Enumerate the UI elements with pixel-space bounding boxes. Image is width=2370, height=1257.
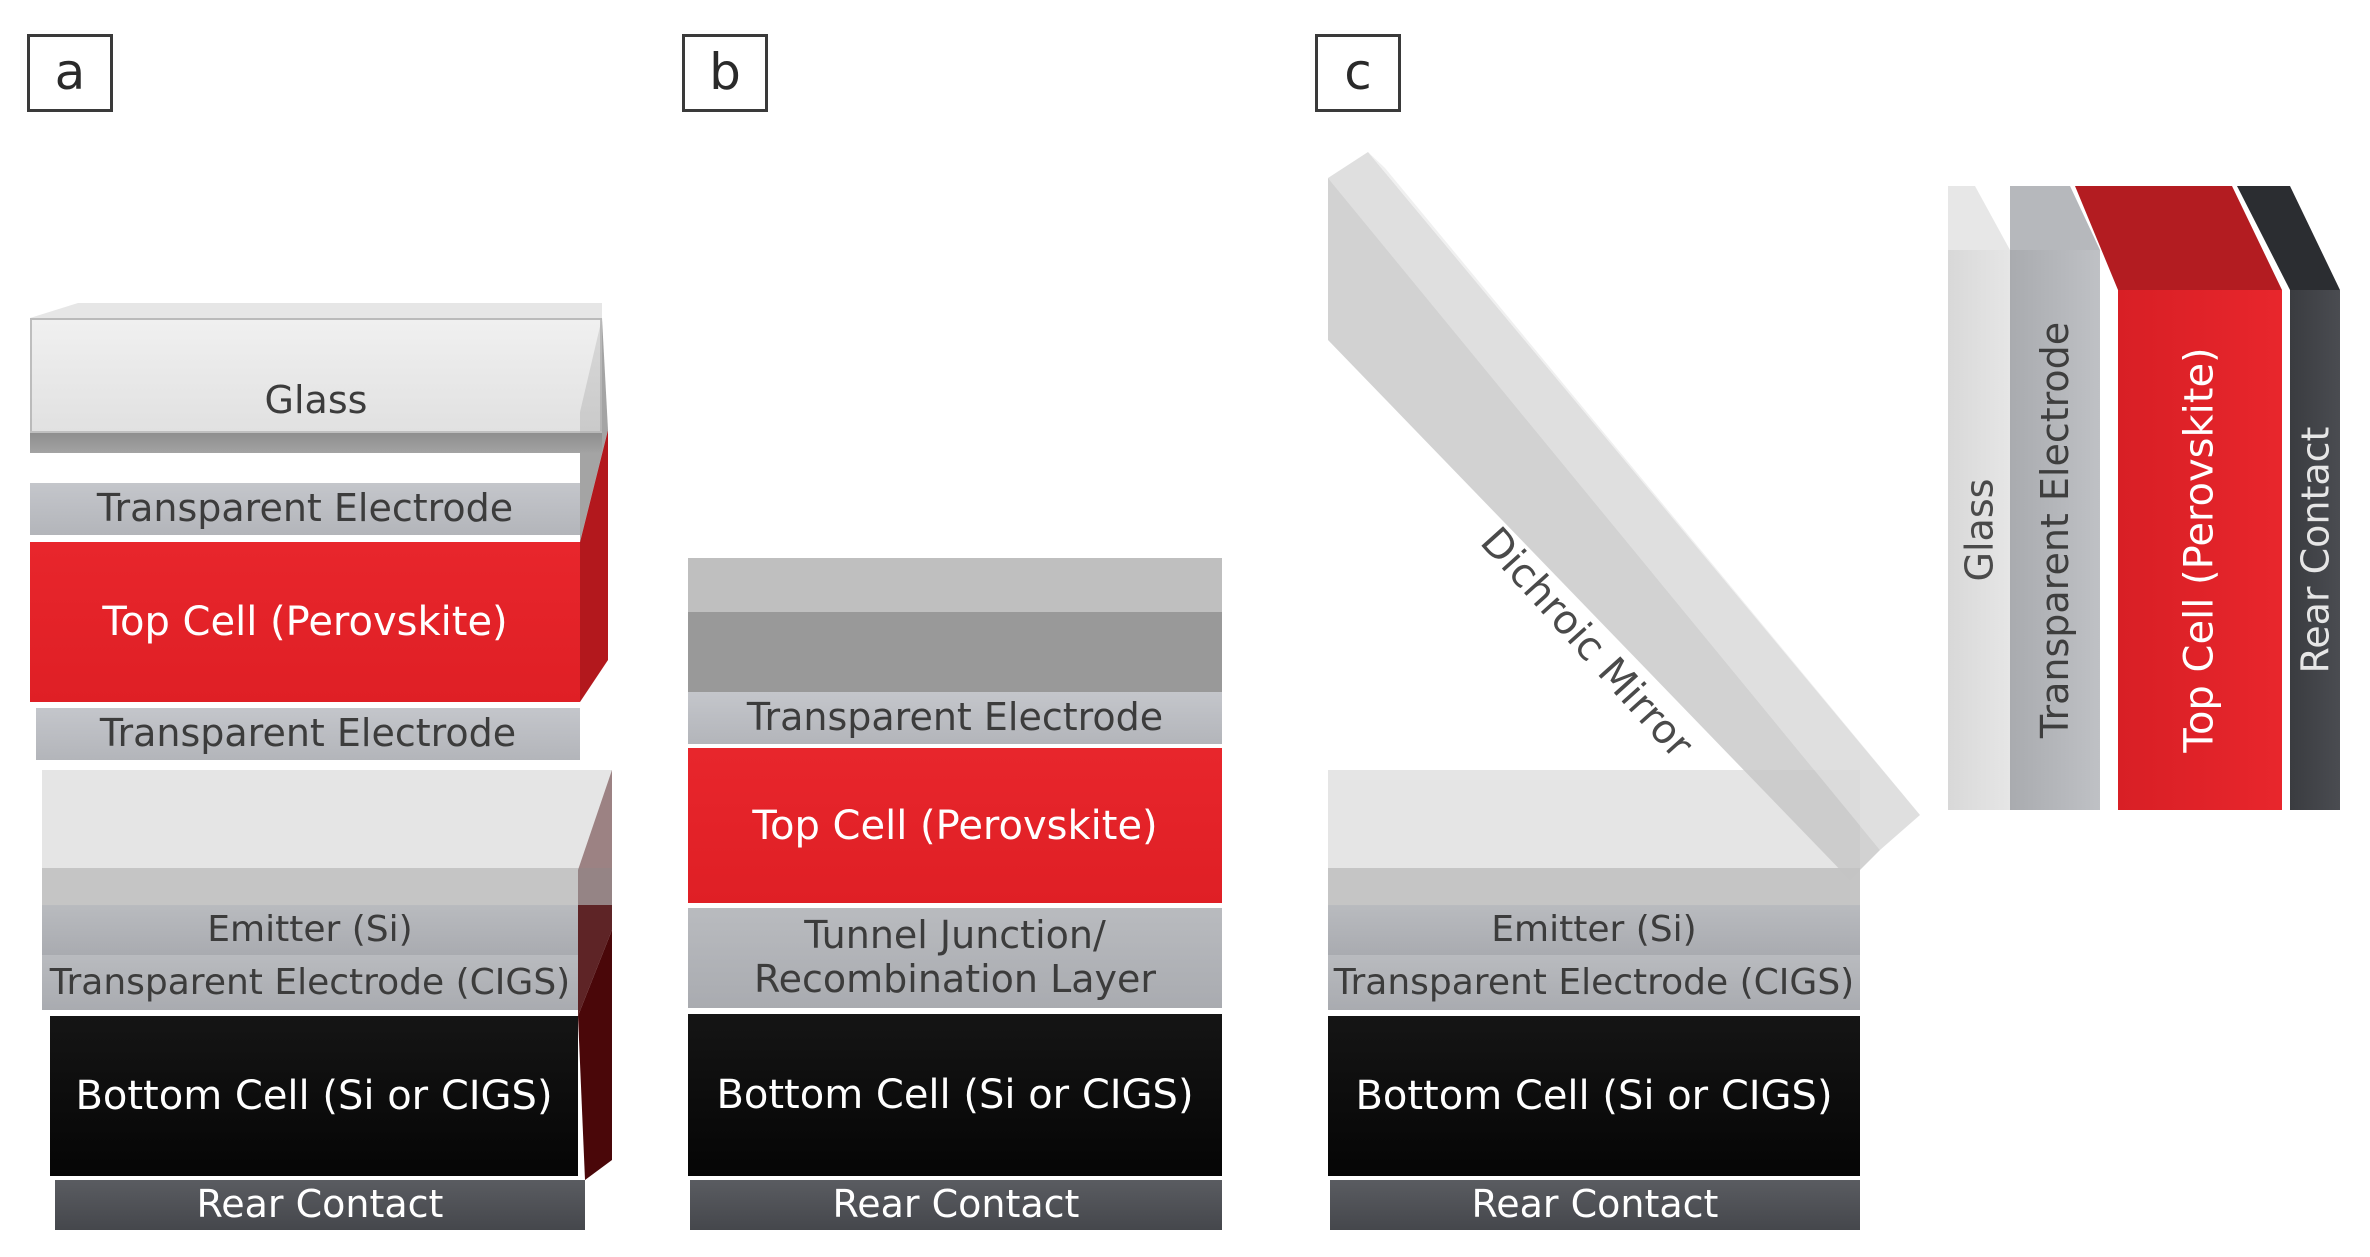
panel-c-transparent-electrode-cigs: Transparent Electrode (CIGS) [1328, 955, 1860, 1010]
panel-a-top-cell: Top Cell (Perovskite) [30, 542, 580, 702]
panel-c-bottom-cell: Bottom Cell (Si or CIGS) [1328, 1016, 1860, 1176]
panel-c-vertical-glass-label: Glass [1957, 478, 2002, 582]
panel-b-top-cell: Top Cell (Perovskite) [688, 748, 1222, 903]
panel-c-rear-contact: Rear Contact [1330, 1180, 1860, 1230]
panel-b-transparent-electrode: Transparent Electrode [688, 692, 1222, 744]
panel-a-glass: Glass [30, 318, 602, 433]
panel-c-vertical-rear-contact: Rear Contact [2290, 290, 2340, 810]
panel-a-transparent-electrode-top: Transparent Electrode [30, 483, 580, 535]
panel-c-emitter: Emitter (Si) [1328, 905, 1860, 955]
panel-c-vertical-top-cell: Top Cell (Perovskite) [2118, 290, 2282, 810]
panel-c-vertical-te-label: Transparent Electrode [2033, 321, 2077, 739]
panel-b-tunnel-junction: Tunnel Junction/ Recombination Layer [688, 908, 1222, 1008]
panel-label-a: a [27, 34, 113, 112]
panel-a-glass-edge [30, 433, 602, 453]
panel-b-rear-contact: Rear Contact [690, 1180, 1222, 1230]
panel-a-transparent-electrode-bottom: Transparent Electrode [36, 708, 580, 760]
panel-a-transparent-electrode-cigs: Transparent Electrode (CIGS) [42, 955, 578, 1010]
panel-a-rear-contact: Rear Contact [55, 1180, 585, 1230]
panel-c-vertical-glass: Glass [1948, 250, 2010, 810]
panel-label-c: c [1315, 34, 1401, 112]
panel-c-vertical-top-cell-label: Top Cell (Perovskite) [2177, 347, 2223, 753]
panel-b-bottom-cell: Bottom Cell (Si or CIGS) [688, 1014, 1222, 1176]
panel-a-bottom-cell: Bottom Cell (Si or CIGS) [50, 1016, 578, 1176]
panel-c-vertical-transparent-electrode: Transparent Electrode [2010, 250, 2100, 810]
panel-c-vertical-rear-contact-label: Rear Contact [2293, 426, 2338, 674]
panel-label-b: b [682, 34, 768, 112]
panel-b-tunnel-line2: Recombination Layer [753, 957, 1157, 1001]
panel-a-emitter: Emitter (Si) [42, 905, 578, 955]
panel-b-tunnel-line1: Tunnel Junction/ [804, 913, 1106, 958]
